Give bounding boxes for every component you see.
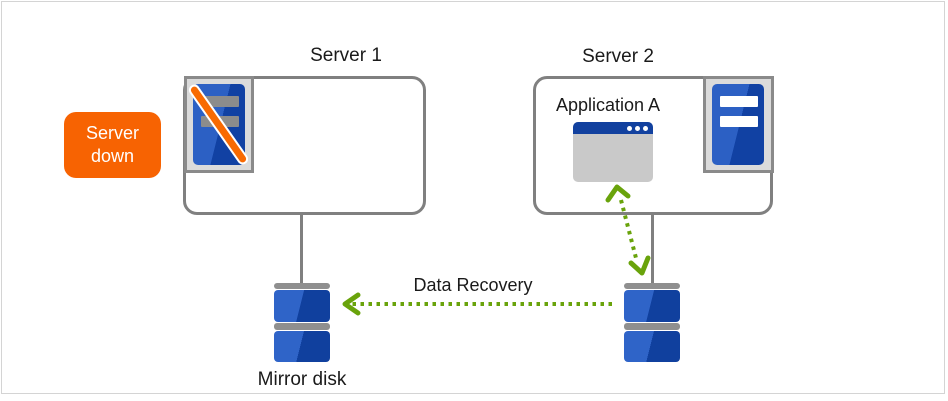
- server-tower-icon: [712, 84, 764, 165]
- server1-title: Server 1: [310, 45, 382, 66]
- data-recovery-label: Data Recovery: [413, 275, 533, 295]
- server2-disk-connector: [651, 214, 654, 284]
- disk-platter: [274, 290, 330, 322]
- server-down-badge: Server down: [64, 112, 161, 178]
- application-a-label: Application A: [555, 95, 661, 115]
- window-titlebar: [573, 122, 653, 134]
- disk-cap: [624, 283, 680, 289]
- mirror-disk-right-icon: [624, 283, 680, 363]
- badge-line1: Server: [85, 122, 139, 143]
- diagram-frame: [1, 1, 945, 394]
- server2-title: Server 2: [582, 46, 654, 67]
- disk-cap: [274, 323, 330, 330]
- window-dot-icon: [627, 125, 632, 131]
- application-window-icon: [573, 122, 653, 182]
- window-dot-icon: [643, 125, 648, 131]
- server-slot-bar: [720, 116, 758, 127]
- server1-disk-connector: [300, 214, 303, 284]
- server1-icon: [184, 76, 254, 173]
- disk-platter: [624, 290, 680, 322]
- mirror-disk-label: Mirror disk: [257, 369, 347, 390]
- data-recovery-arrow: [342, 292, 612, 316]
- disk-platter: [274, 331, 330, 362]
- window-dot-icon: [635, 125, 640, 131]
- badge-line2: down: [90, 146, 135, 166]
- mirror-disk-left-icon: [274, 283, 330, 363]
- server-slot-bar: [201, 96, 239, 107]
- window-buttons-icon: [627, 125, 648, 131]
- disk-cap: [274, 283, 330, 289]
- disk-cap: [624, 323, 680, 330]
- disk-platter: [624, 331, 680, 362]
- server2-icon: [703, 76, 774, 173]
- server-slot-bar: [720, 96, 758, 107]
